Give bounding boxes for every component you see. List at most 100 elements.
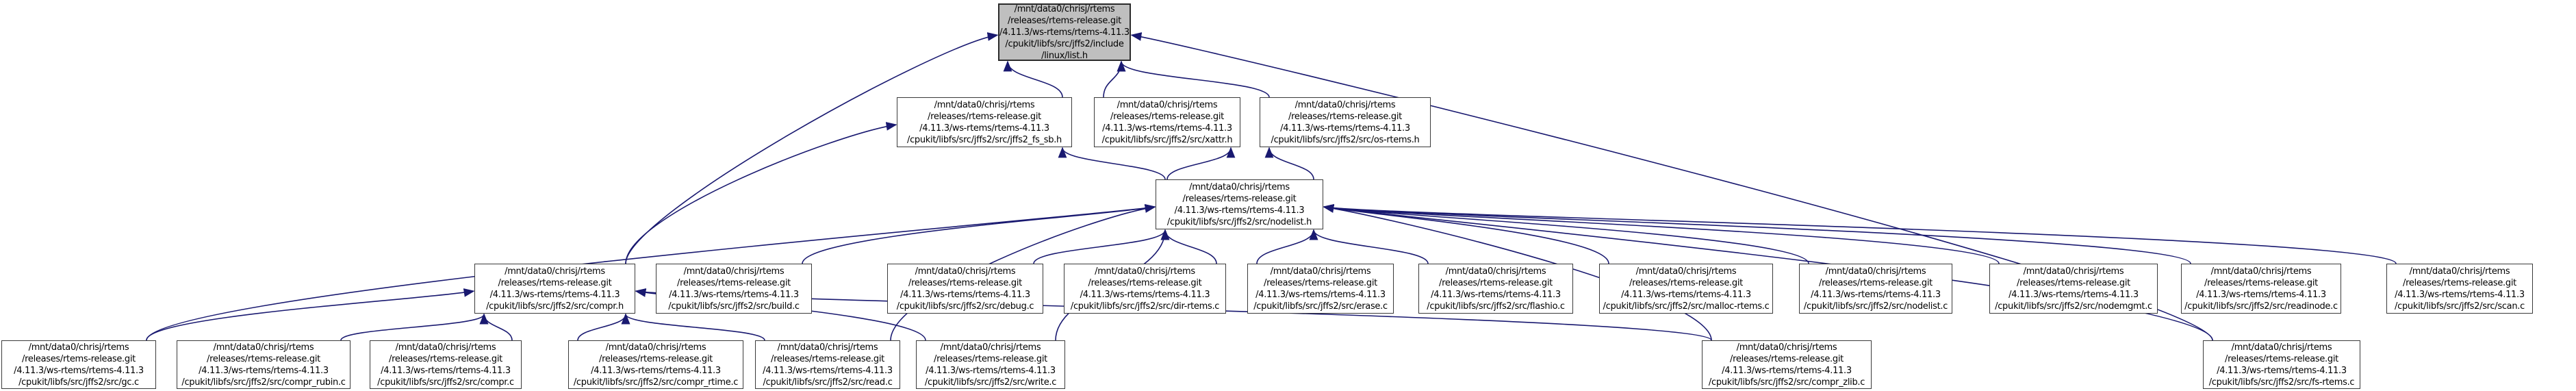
graph-node-compr_h[interactable]: /mnt/data0/chrisj/rtems/releases/rtems-r…	[474, 264, 635, 314]
include-edge-xattr_h-to-list_h	[1103, 60, 1126, 98]
node-path-line: /releases/rtems-release.git	[389, 353, 502, 364]
node-path-line: /releases/rtems-release.git	[677, 277, 791, 288]
node-path-line: /releases/rtems-release.git	[207, 353, 320, 364]
node-path-line: /mnt/data0/chrisj/rtems	[605, 342, 706, 353]
graph-node-debug_c[interactable]: /mnt/data0/chrisj/rtems/releases/rtems-r…	[887, 264, 1043, 314]
node-path-line: /4.11.3/ws-rtems/rtems-4.11.3	[1621, 289, 1751, 300]
node-path-line: /4.11.3/ws-rtems/rtems-4.11.3	[1102, 123, 1232, 134]
node-path-line: /4.11.3/ws-rtems/rtems-4.11.3	[2217, 365, 2347, 376]
node-path-line: /cpukit/libfs/src/jffs2/src/erase.c	[1253, 301, 1388, 312]
node-path-line: /mnt/data0/chrisj/rtems	[213, 342, 314, 353]
node-path-line: /mnt/data0/chrisj/rtems	[940, 342, 1041, 353]
node-path-line: /4.11.3/ws-rtems/rtems-4.11.3	[926, 365, 1056, 376]
graph-node-erase_c[interactable]: /mnt/data0/chrisj/rtems/releases/rtems-r…	[1247, 264, 1394, 314]
graph-node-scan_c[interactable]: /mnt/data0/chrisj/rtems/releases/rtems-r…	[2386, 264, 2533, 314]
node-path-line: /mnt/data0/chrisj/rtems	[2409, 266, 2510, 277]
include-edge-compr_rtime_c-to-compr_h	[577, 313, 630, 341]
graph-node-compr_zlib_c[interactable]: /mnt/data0/chrisj/rtems/releases/rtems-r…	[1702, 340, 1872, 389]
node-path-line: /mnt/data0/chrisj/rtems	[28, 342, 129, 353]
include-edge-os_rtems_h-to-list_h	[1117, 60, 1270, 98]
node-path-line: /cpukit/libfs/src/jffs2/src/malloc-rtems…	[1603, 301, 1770, 312]
node-path-line: /4.11.3/ws-rtems/rtems-4.11.3	[1174, 205, 1305, 216]
include-edge-nodelist_c-to-nodelist_h	[1323, 204, 1809, 264]
node-path-line: /releases/rtems-release.git	[1182, 193, 1297, 204]
node-path-line: /releases/rtems-release.git	[1008, 15, 1121, 26]
include-edge-scan_c-to-nodelist_h	[1323, 204, 2397, 264]
graph-node-build_c[interactable]: /mnt/data0/chrisj/rtems/releases/rtems-r…	[656, 264, 812, 314]
node-path-line: /4.11.3/ws-rtems/rtems-4.11.3	[763, 365, 893, 376]
node-path-line: /releases/rtems-release.git	[1288, 111, 1402, 122]
graph-node-compr_rtime_c[interactable]: /mnt/data0/chrisj/rtems/releases/rtems-r…	[568, 340, 743, 389]
graph-node-gc_c[interactable]: /mnt/data0/chrisj/rtems/releases/rtems-r…	[1, 340, 156, 389]
node-path-line: /releases/rtems-release.git	[1264, 277, 1377, 288]
include-edge-compr_rubin_c-to-compr_h	[340, 313, 489, 341]
node-path-line: /releases/rtems-release.git	[1730, 353, 1844, 364]
node-path-line: /mnt/data0/chrisj/rtems	[1736, 342, 1837, 353]
graph-node-nodelist_c[interactable]: /mnt/data0/chrisj/rtems/releases/rtems-r…	[1799, 264, 1952, 314]
node-path-line: /mnt/data0/chrisj/rtems	[505, 266, 605, 277]
graph-node-list_h[interactable]: /mnt/data0/chrisj/rtems/releases/rtems-r…	[998, 3, 1131, 61]
node-path-line: /cpukit/libfs/src/jffs2/src/fs-rtems.c	[2208, 377, 2355, 388]
node-path-line: /4.11.3/ws-rtems/rtems-4.11.3	[900, 289, 1030, 300]
node-path-line: /cpukit/libfs/src/jffs2/src/compr.c	[377, 377, 514, 388]
node-path-line: /cpukit/libfs/src/jffs2/src/write.c	[924, 377, 1057, 388]
graph-node-compr_c[interactable]: /mnt/data0/chrisj/rtems/releases/rtems-r…	[370, 340, 522, 389]
node-path-line: /cpukit/libfs/src/jffs2/src/nodelist.c	[1803, 301, 1948, 312]
include-edge-gc_c-to-compr_h	[146, 288, 475, 341]
node-path-line: /cpukit/libfs/src/jffs2/src/scan.c	[2395, 301, 2525, 312]
node-path-line: /releases/rtems-release.git	[1110, 111, 1224, 122]
graph-node-os_rtems_h[interactable]: /mnt/data0/chrisj/rtems/releases/rtems-r…	[1260, 97, 1431, 147]
node-path-line: /mnt/data0/chrisj/rtems	[395, 342, 496, 353]
node-path-line: /releases/rtems-release.git	[908, 277, 1022, 288]
include-edge-debug_c-to-nodelist_h	[1033, 229, 1170, 264]
graph-node-fs_rtems_c[interactable]: /mnt/data0/chrisj/rtems/releases/rtems-r…	[2203, 340, 2360, 389]
graph-node-nodelist_h[interactable]: /mnt/data0/chrisj/rtems/releases/rtems-r…	[1156, 179, 1323, 229]
include-edge-nodelist_h-to-xattr_h	[1166, 147, 1236, 180]
node-path-line: /4.11.3/ws-rtems/rtems-4.11.3	[1431, 289, 1561, 300]
node-path-line: /mnt/data0/chrisj/rtems	[1635, 266, 1737, 277]
node-path-line: /mnt/data0/chrisj/rtems	[1825, 266, 1926, 277]
node-path-line: /releases/rtems-release.git	[771, 353, 884, 364]
graph-node-jffs2_fs_sb_h[interactable]: /mnt/data0/chrisj/rtems/releases/rtems-r…	[897, 97, 1072, 147]
node-path-line: /mnt/data0/chrisj/rtems	[1189, 181, 1290, 192]
node-path-line: /cpukit/libfs/src/jffs2/src/dir-rtems.c	[1070, 301, 1220, 312]
node-path-line: /linux/list.h	[1041, 50, 1088, 61]
node-path-line: /cpukit/libfs/src/jffs2/include	[1005, 38, 1124, 49]
node-path-line: /mnt/data0/chrisj/rtems	[915, 266, 1016, 277]
include-edge-nodemgmt_c-to-nodelist_h	[1323, 204, 2000, 264]
include-edge-dir_rtems_c-to-nodelist_h	[1160, 229, 1217, 264]
node-path-line: /cpukit/libfs/src/jffs2/src/readinode.c	[2184, 301, 2338, 312]
graph-node-flashio_c[interactable]: /mnt/data0/chrisj/rtems/releases/rtems-r…	[1418, 264, 1573, 314]
include-edge-compr_h-to-list_h	[625, 32, 999, 264]
node-path-line: /releases/rtems-release.git	[1088, 277, 1202, 288]
graph-node-xattr_h[interactable]: /mnt/data0/chrisj/rtems/releases/rtems-r…	[1094, 97, 1240, 147]
include-edge-flashio_c-to-nodelist_h	[1309, 229, 1429, 264]
node-path-line: /mnt/data0/chrisj/rtems	[1295, 99, 1396, 110]
include-edge-readinode_c-to-nodelist_h	[1323, 204, 2191, 264]
node-path-line: /4.11.3/ws-rtems/rtems-4.11.3	[14, 365, 144, 376]
node-path-line: /4.11.3/ws-rtems/rtems-4.11.3	[2196, 289, 2326, 300]
graph-node-dir_rtems_c[interactable]: /mnt/data0/chrisj/rtems/releases/rtems-r…	[1064, 264, 1226, 314]
node-path-line: /4.11.3/ws-rtems/rtems-4.11.3	[2395, 289, 2525, 300]
node-path-line: /cpukit/libfs/src/jffs2/src/nodemgmt.c	[1995, 301, 2152, 312]
node-path-line: /releases/rtems-release.git	[934, 353, 1047, 364]
node-path-line: /mnt/data0/chrisj/rtems	[934, 99, 1035, 110]
graph-node-nodemgmt_c[interactable]: /mnt/data0/chrisj/rtems/releases/rtems-r…	[1989, 264, 2158, 314]
node-path-line: /releases/rtems-release.git	[22, 353, 136, 364]
node-path-line: /releases/rtems-release.git	[1439, 277, 1553, 288]
node-path-line: /releases/rtems-release.git	[2403, 277, 2516, 288]
node-path-line: /cpukit/libfs/src/jffs2/src/read.c	[763, 377, 893, 388]
node-path-line: /releases/rtems-release.git	[1819, 277, 1933, 288]
node-path-line: /releases/rtems-release.git	[1629, 277, 1743, 288]
node-path-line: /4.11.3/ws-rtems/rtems-4.11.3	[489, 289, 620, 300]
graph-node-compr_rubin_c[interactable]: /mnt/data0/chrisj/rtems/releases/rtems-r…	[177, 340, 350, 389]
node-path-line: /mnt/data0/chrisj/rtems	[2231, 342, 2332, 353]
node-path-line: /4.11.3/ws-rtems/rtems-4.11.3	[669, 289, 799, 300]
graph-node-write_c[interactable]: /mnt/data0/chrisj/rtems/releases/rtems-r…	[916, 340, 1065, 389]
include-edge-jffs2_fs_sb_h-to-list_h	[1003, 60, 1063, 98]
graph-node-readinode_c[interactable]: /mnt/data0/chrisj/rtems/releases/rtems-r…	[2181, 264, 2341, 314]
graph-node-malloc_rtems_c[interactable]: /mnt/data0/chrisj/rtems/releases/rtems-r…	[1599, 264, 1773, 314]
graph-node-read_c[interactable]: /mnt/data0/chrisj/rtems/releases/rtems-r…	[755, 340, 900, 389]
include-edge-nodelist_h-to-os_rtems_h	[1264, 147, 1314, 180]
